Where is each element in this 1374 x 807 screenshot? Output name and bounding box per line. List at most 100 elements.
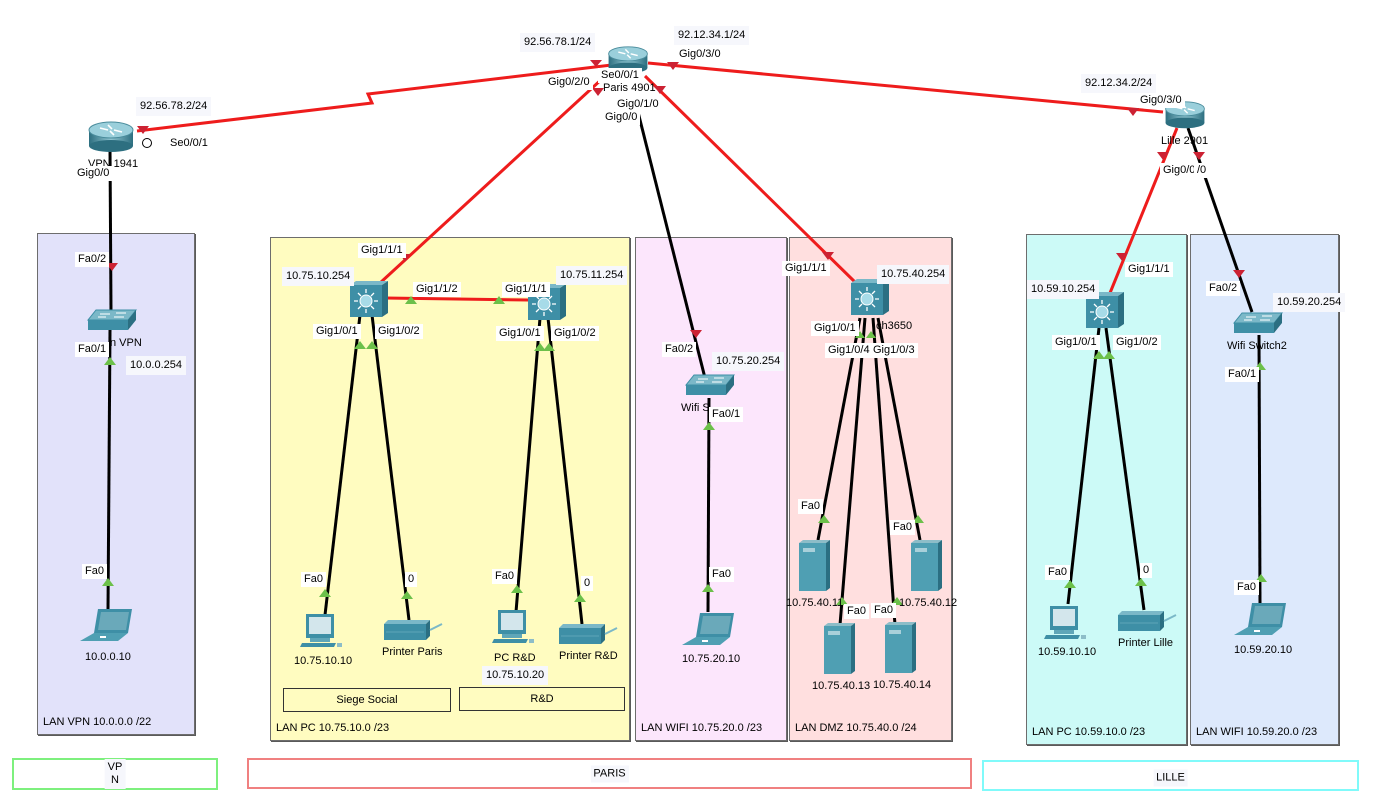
port-label: Gig1/1/1 xyxy=(782,261,830,276)
server-icon[interactable] xyxy=(824,623,856,675)
printer-icon[interactable] xyxy=(559,622,619,646)
printer-icon[interactable] xyxy=(384,618,444,642)
port-label: Gig1/0/1 xyxy=(811,321,859,336)
port-label: Fa0 xyxy=(844,604,869,619)
port-label: Se0/0/1 xyxy=(598,68,642,83)
link-siege-pc[interactable] xyxy=(323,314,362,616)
device-name-wifi-switch-lille: Wifi Switch2 xyxy=(1227,340,1287,352)
link-siege-rnd[interactable] xyxy=(384,296,529,302)
link-lille-printer[interactable] xyxy=(1104,327,1146,611)
area-rnd: R&D xyxy=(459,687,625,711)
site-label: VP N xyxy=(104,759,126,789)
port-label: 0 xyxy=(405,572,418,587)
port-label: Fa0 xyxy=(798,499,823,514)
device-name-paris-router: Paris 4901 xyxy=(603,82,656,94)
laptop-icon[interactable] xyxy=(1234,601,1290,637)
port-label: Fa0 xyxy=(301,572,326,587)
link-vpn-switch-laptop[interactable] xyxy=(106,329,112,611)
device-name-server-12: 10.75.40.12 xyxy=(899,597,958,609)
port-label: Gig1/0/1 xyxy=(313,324,361,339)
zone-lan-pc-paris: LAN PC 10.75.10.0 /23 xyxy=(270,237,630,741)
port-label: Gig1/1/2 xyxy=(413,282,461,297)
device-name-printer-paris: Printer Paris xyxy=(382,646,443,658)
link-paris-lille[interactable] xyxy=(647,61,1164,114)
clock-icon xyxy=(142,138,152,148)
port-label: Fa0/1 xyxy=(709,407,744,422)
device-name-siege-pc: 10.75.10.10 xyxy=(294,655,353,667)
printer-icon[interactable] xyxy=(1118,609,1178,633)
link-wifi-paris-laptop[interactable] xyxy=(706,397,711,613)
pc-icon[interactable] xyxy=(1044,605,1088,643)
link-siege-printer[interactable] xyxy=(370,314,411,621)
switch-icon[interactable] xyxy=(1232,311,1284,335)
area-label: R&D xyxy=(530,693,554,705)
port-label: Gig1/0/4 xyxy=(825,343,873,358)
zone-label: LAN WIFI 10.75.20.0 /23 xyxy=(641,722,763,734)
link-paris-siege[interactable] xyxy=(378,76,605,285)
port-label: Fa0 xyxy=(1234,580,1259,595)
server-icon[interactable] xyxy=(911,540,943,592)
ip-label: 10.75.10.20 xyxy=(482,666,549,685)
device-name-paris-wifi-laptop: 10.75.20.10 xyxy=(682,653,741,665)
port-label: /0 xyxy=(1194,163,1210,178)
zone-lan-wifi-paris: LAN WIFI 10.75.20.0 /23 xyxy=(635,237,787,741)
port-label: Gig1/0/2 xyxy=(375,324,423,339)
device-name-printer-rnd: Printer R&D xyxy=(559,650,618,662)
device-name-server-11: 10.75.40.11 xyxy=(786,597,844,609)
port-label: Gig1/1/1 xyxy=(1125,262,1173,277)
port-label: 0 xyxy=(581,576,594,591)
router-icon[interactable] xyxy=(88,120,134,154)
device-name-vpn-switch: n VPN xyxy=(110,337,142,349)
zone-label: LAN VPN 10.0.0.0 /22 xyxy=(43,716,152,728)
port-label: Gig1/1/1 xyxy=(358,243,406,258)
port-up-markers xyxy=(102,296,1267,605)
ip-label: 10.59.20.254 xyxy=(1273,293,1346,312)
server-icon[interactable] xyxy=(799,540,831,592)
port-label: Gig1/0/1 xyxy=(496,326,544,341)
port-label: Fa0 xyxy=(890,520,915,535)
device-name-lille-wifi-laptop: 10.59.20.10 xyxy=(1234,644,1293,656)
port-label: Gig0/0 xyxy=(74,166,113,181)
switch-icon[interactable] xyxy=(86,308,138,332)
port-label: Gig0/1/0 xyxy=(614,97,662,112)
laptop-icon[interactable] xyxy=(682,611,738,647)
port-label: Gig0/0 xyxy=(602,110,641,125)
ip-label: 92.56.78.2/24 xyxy=(136,97,212,116)
port-label: Gig1/0/1 xyxy=(1052,335,1100,350)
pc-icon[interactable] xyxy=(300,613,344,651)
server-icon[interactable] xyxy=(885,622,917,674)
device-name-lille-pc: 10.59.10.10 xyxy=(1038,646,1097,658)
zone-label: LAN PC 10.75.10.0 /23 xyxy=(276,722,390,734)
multilayer-switch-icon[interactable] xyxy=(350,281,388,317)
link-paris-dmz[interactable] xyxy=(643,74,859,286)
site-lille: LILLE xyxy=(982,760,1359,791)
device-name-lille-router: Lille 2901 xyxy=(1161,135,1209,147)
link-dmz-srv14[interactable] xyxy=(871,317,897,626)
link-serial-vpn-paris[interactable] xyxy=(136,62,621,133)
link-lille-wifi-laptop[interactable] xyxy=(1257,334,1262,604)
port-label: Gig0/3/0 xyxy=(1137,93,1185,108)
port-label: Fa0/2 xyxy=(662,342,697,357)
port-label: Gig0/0 xyxy=(1160,163,1199,178)
link-lille-pc[interactable] xyxy=(1066,327,1101,605)
multilayer-switch-icon[interactable] xyxy=(851,279,889,315)
port-label: Fa0 xyxy=(82,564,107,579)
link-paris-wifi[interactable] xyxy=(636,111,707,379)
ip-label: 92.12.34.1/24 xyxy=(674,26,750,45)
ip-label: 92.12.34.2/24 xyxy=(1081,74,1157,93)
multilayer-switch-icon[interactable] xyxy=(1086,292,1124,328)
link-dmz-srv13[interactable] xyxy=(838,317,867,626)
site-label: LILLE xyxy=(1153,769,1188,787)
link-rnd-printer[interactable] xyxy=(546,317,584,625)
link-rnd-pc[interactable] xyxy=(514,317,542,613)
port-label: Gig1/0/2 xyxy=(551,326,599,341)
switch-icon[interactable] xyxy=(684,373,736,397)
device-name-printer-lille: Printer Lille xyxy=(1118,637,1174,649)
port-label: Gig1/0/3 xyxy=(870,343,918,358)
pc-icon[interactable] xyxy=(492,609,536,647)
ip-label: 10.0.0.254 xyxy=(126,356,186,375)
port-label: Gig0/2/0 xyxy=(545,75,593,90)
port-label: Fa0 xyxy=(871,603,896,618)
laptop-icon[interactable] xyxy=(80,607,136,643)
